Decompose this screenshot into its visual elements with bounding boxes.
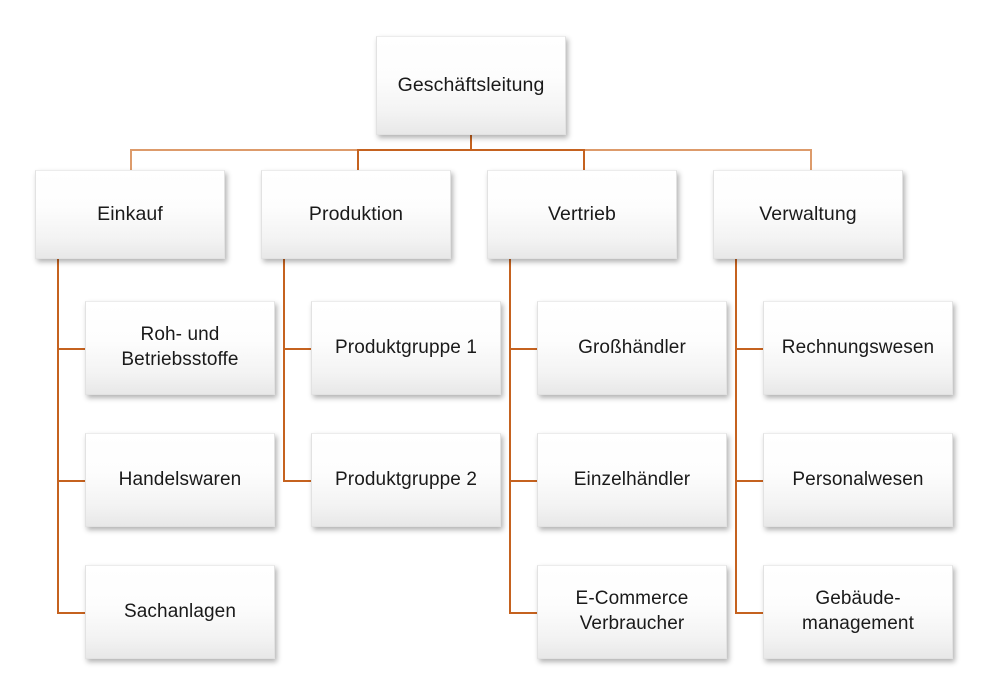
connector-bus-left bbox=[130, 149, 357, 151]
node-handelswaren[interactable]: Handelswaren bbox=[85, 433, 275, 527]
node-rechnungswesen[interactable]: Rechnungswesen bbox=[763, 301, 953, 395]
connector-drop-produktion bbox=[357, 149, 359, 171]
connector-stub-einkauf-2 bbox=[57, 480, 85, 482]
node-produktion[interactable]: Produktion bbox=[261, 170, 451, 259]
connector-drop-einkauf bbox=[130, 149, 132, 171]
connector-spine-verwaltung bbox=[735, 259, 737, 613]
connector-stub-vertrieb-3 bbox=[509, 612, 537, 614]
connector-drop-verwaltung bbox=[810, 149, 812, 171]
node-produktgruppe-1[interactable]: Produktgruppe 1 bbox=[311, 301, 501, 395]
node-sachanlagen[interactable]: Sachanlagen bbox=[85, 565, 275, 659]
connector-root-stem bbox=[470, 135, 472, 151]
node-produktgruppe-2[interactable]: Produktgruppe 2 bbox=[311, 433, 501, 527]
connector-stub-einkauf-3 bbox=[57, 612, 85, 614]
connector-spine-produktion bbox=[283, 259, 285, 481]
connector-stub-einkauf-1 bbox=[57, 348, 85, 350]
connector-spine-vertrieb bbox=[509, 259, 511, 613]
node-einkauf[interactable]: Einkauf bbox=[35, 170, 225, 259]
connector-bus-middle bbox=[357, 149, 583, 151]
connector-stub-verwaltung-1 bbox=[735, 348, 763, 350]
connector-bus-right bbox=[583, 149, 811, 151]
connector-stub-verwaltung-2 bbox=[735, 480, 763, 482]
connector-stub-vertrieb-1 bbox=[509, 348, 537, 350]
connector-stub-produktion-2 bbox=[283, 480, 311, 482]
node-e-commerce-verbraucher[interactable]: E-Commerce Verbraucher bbox=[537, 565, 727, 659]
connector-drop-vertrieb bbox=[583, 149, 585, 171]
node-verwaltung[interactable]: Verwaltung bbox=[713, 170, 903, 259]
connector-spine-einkauf bbox=[57, 259, 59, 613]
node-einzelhaendler[interactable]: Einzelhändler bbox=[537, 433, 727, 527]
node-grosshaendler[interactable]: Großhändler bbox=[537, 301, 727, 395]
node-vertrieb[interactable]: Vertrieb bbox=[487, 170, 677, 259]
node-geschaeftsleitung[interactable]: Geschäftsleitung bbox=[376, 36, 566, 135]
connector-stub-produktion-1 bbox=[283, 348, 311, 350]
node-personalwesen[interactable]: Personalwesen bbox=[763, 433, 953, 527]
node-gebaeudemanagement[interactable]: Gebäude- management bbox=[763, 565, 953, 659]
connector-stub-verwaltung-3 bbox=[735, 612, 763, 614]
node-roh-und-betriebsstoffe[interactable]: Roh- und Betriebsstoffe bbox=[85, 301, 275, 395]
connector-stub-vertrieb-2 bbox=[509, 480, 537, 482]
